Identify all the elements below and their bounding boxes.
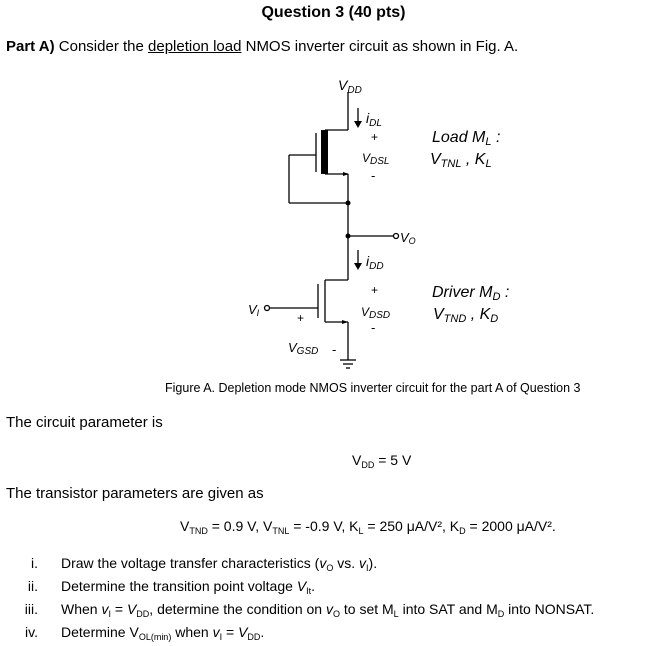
- transistor-param-intro: The transistor parameters are given as: [6, 485, 264, 502]
- driver-title: Driver MD :: [432, 284, 509, 303]
- part-a-text1: Consider the: [54, 38, 149, 55]
- part-a-underlined: depletion load: [148, 38, 242, 55]
- load-source-arrowhead: [343, 172, 349, 176]
- output-junction: [345, 233, 351, 239]
- vo-terminal: [392, 232, 400, 240]
- vgsd-label: VGSD: [288, 340, 318, 357]
- vi-label: VI: [248, 302, 260, 318]
- item-number: i.: [31, 555, 38, 571]
- driver-plus: +: [371, 283, 378, 297]
- vgsd-minus: -: [332, 342, 336, 357]
- list-item: Draw the voltage transfer characteristic…: [61, 555, 378, 573]
- idl-arrowhead: [354, 121, 362, 128]
- part-a-label: Part A): [6, 38, 55, 55]
- driver-minus: -: [371, 320, 375, 335]
- load-minus: -: [371, 168, 375, 183]
- transistor-params: VTND = 0.9 V, VTNL = -0.9 V, KL = 250 μA…: [180, 518, 556, 536]
- vgsd-plus: +: [297, 311, 304, 325]
- vi-terminal: [263, 304, 271, 312]
- load-plus: +: [371, 130, 378, 144]
- circuit-param-intro: The circuit parameter is: [6, 414, 163, 431]
- list-item: Determine the transition point voltage V…: [61, 578, 316, 596]
- list-item: Determine VOL(min) when vI = VDD.: [61, 624, 265, 642]
- list-item: When vI = VDD, determine the condition o…: [61, 601, 595, 619]
- vdsd-label: VDSD: [361, 305, 390, 321]
- load-junction: [345, 200, 351, 206]
- driver-source-arrowhead: [342, 320, 348, 324]
- part-a-text2: NMOS inverter circuit as shown in Fig. A…: [241, 38, 519, 55]
- load-params: VTNL , KL: [430, 151, 492, 170]
- question-title: Question 3 (40 pts): [261, 4, 406, 21]
- vdsl-label: VDSL: [362, 151, 389, 167]
- part-a-intro: Part A) Consider the depletion load NMOS…: [6, 38, 518, 55]
- load-depletion-channel: [321, 130, 328, 174]
- vo-label: VO: [400, 230, 416, 246]
- idd-label: iDD: [366, 253, 384, 272]
- item-number: ii.: [27, 578, 38, 594]
- idl-label: iDL: [366, 110, 382, 129]
- item-number: iii.: [24, 601, 38, 617]
- vdd-equation: VDD = 5 V: [352, 452, 412, 470]
- figure-caption: Figure A. Depletion mode NMOS inverter c…: [165, 381, 581, 395]
- inverter-circuit-diagram: VDD iDL + VDSL - Load ML : VTNL , KL VO …: [248, 77, 509, 369]
- idd-arrowhead: [354, 263, 362, 270]
- item-number: iv.: [25, 624, 38, 640]
- driver-params: VTND , KD: [433, 306, 498, 325]
- load-title: Load ML :: [432, 129, 500, 148]
- vdd-label: VDD: [338, 77, 362, 96]
